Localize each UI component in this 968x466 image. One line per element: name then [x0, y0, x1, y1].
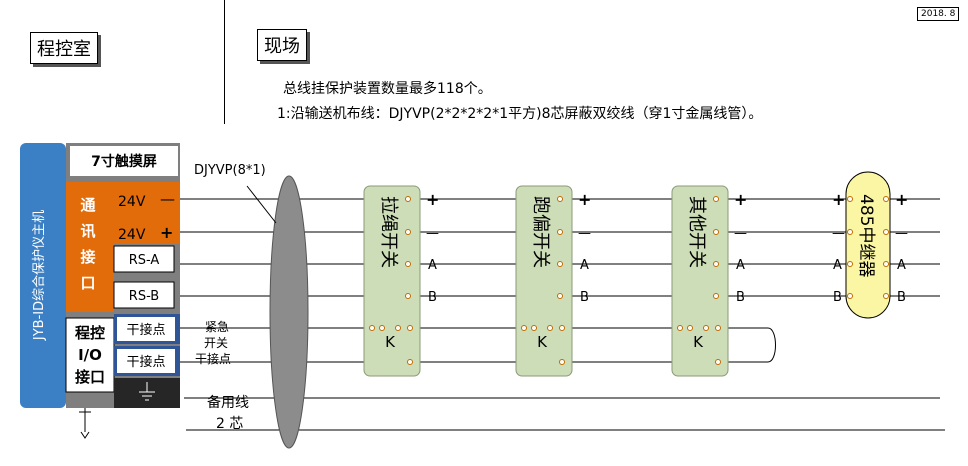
- emergency-label-2: 开关: [204, 336, 228, 350]
- terminal-polarity-minus: —: [160, 190, 175, 208]
- rep-out-b: B: [897, 290, 906, 305]
- terminal-24v-2: 24V: [118, 227, 146, 243]
- earth-ground-icon: [79, 408, 91, 439]
- dev2-pin-minus: —: [578, 226, 591, 241]
- control-room-title: 程控室: [30, 32, 98, 64]
- rs-b-terminal: [113, 281, 175, 309]
- rep-out-a: A: [897, 258, 906, 273]
- io-label-line-1: 程控: [75, 324, 105, 342]
- device-pull-cord-switch: 拉绳开关 K: [363, 185, 421, 377]
- rep-in-plus: +: [832, 190, 845, 209]
- dev2-pin-b: B: [580, 290, 589, 305]
- header-divider: [224, 0, 225, 124]
- spare-line-label: 备用线: [207, 394, 249, 411]
- repeater-label: 485中继器: [856, 194, 876, 277]
- dev1-pin-minus: —: [426, 226, 439, 241]
- rep-in-minus: —: [832, 226, 845, 241]
- dev3-pin-b: B: [736, 290, 745, 305]
- device-2-label: 跑偏开关: [530, 196, 551, 268]
- dev2-pin-a: A: [580, 258, 589, 273]
- terminal-polarity-plus: +: [160, 223, 173, 242]
- io-label-line-2: I/O: [78, 346, 102, 364]
- note-line-1: 总线挂保护装置数量最多118个。: [283, 81, 492, 97]
- dev3-pin-a: A: [736, 258, 745, 273]
- device-deviation-switch: 跑偏开关 K: [515, 185, 573, 377]
- cable-leader-line: [246, 185, 277, 224]
- comm-interface-panel: [66, 182, 114, 312]
- dry-contact-terminal-1: [117, 317, 175, 341]
- rs-a-terminal: [113, 245, 175, 273]
- dev3-pin-minus: —: [734, 226, 747, 241]
- touchscreen-panel: [70, 146, 178, 176]
- cable-label: DJYVP(8*1): [194, 163, 266, 178]
- dev1-pin-b: B: [428, 290, 437, 305]
- device-other-switch: 其他开关 K: [671, 185, 729, 377]
- dry-contact-terminal-2: [117, 349, 175, 373]
- rep-in-b: B: [833, 290, 842, 305]
- device-pin-labels: + — A B + — A B + — A B: [426, 190, 747, 305]
- io-interface-panel: [65, 317, 115, 393]
- device-1-label: 拉绳开关: [378, 196, 399, 268]
- comm-char-3: 接: [80, 248, 95, 266]
- terminal-dry-contact-1: 干接点: [126, 322, 165, 338]
- dev2-pin-plus: +: [578, 190, 591, 209]
- comm-char-1: 通: [80, 196, 95, 214]
- note-line-2: 1:沿输送机布线：DJYVP(2*2*2*2*1平方)8芯屏蔽双绞线（穿1寸金属…: [277, 106, 763, 122]
- emergency-label-3: 干接点: [195, 351, 231, 366]
- device-3-k: K: [693, 333, 704, 351]
- comm-char-2: 讯: [80, 222, 95, 240]
- rep-out-plus: +: [895, 190, 908, 209]
- device-2-k: K: [537, 333, 548, 351]
- field-title: 现场: [257, 29, 307, 61]
- rep-in-a: A: [833, 258, 842, 273]
- dev3-pin-plus: +: [734, 190, 747, 209]
- host-side-label: JYB-ID综合保护仪主机: [32, 210, 47, 341]
- cable-bundle: [269, 175, 309, 449]
- dev1-pin-plus: +: [426, 190, 439, 209]
- touchscreen-label: 7寸触摸屏: [91, 153, 157, 170]
- power-terminal-panel: [114, 182, 180, 244]
- repeater-485: 485中继器 + — A B + — A B: [832, 171, 908, 319]
- host-side-panel: [20, 143, 66, 408]
- terminal-rs-b: RS-B: [129, 289, 159, 304]
- terminal-rs-a: RS-A: [129, 253, 160, 268]
- io-label-line-3: 接口: [75, 368, 105, 386]
- date-tag: 2018. 8: [917, 7, 960, 21]
- device-3-label: 其他开关: [686, 196, 707, 268]
- host-ground-icon: [139, 382, 155, 401]
- emergency-label-1: 紧急: [205, 319, 229, 334]
- dev1-pin-a: A: [428, 258, 437, 273]
- two-core-label: 2 芯: [216, 416, 243, 432]
- dry-contact-loop: [767, 327, 776, 363]
- terminal-dry-contact-2: 干接点: [126, 354, 165, 370]
- terminal-24v-1: 24V: [118, 194, 146, 210]
- device-1-k: K: [385, 333, 396, 351]
- rep-out-minus: —: [895, 226, 908, 241]
- comm-char-4: 口: [80, 274, 95, 292]
- device-terminal-dots: [369, 196, 721, 365]
